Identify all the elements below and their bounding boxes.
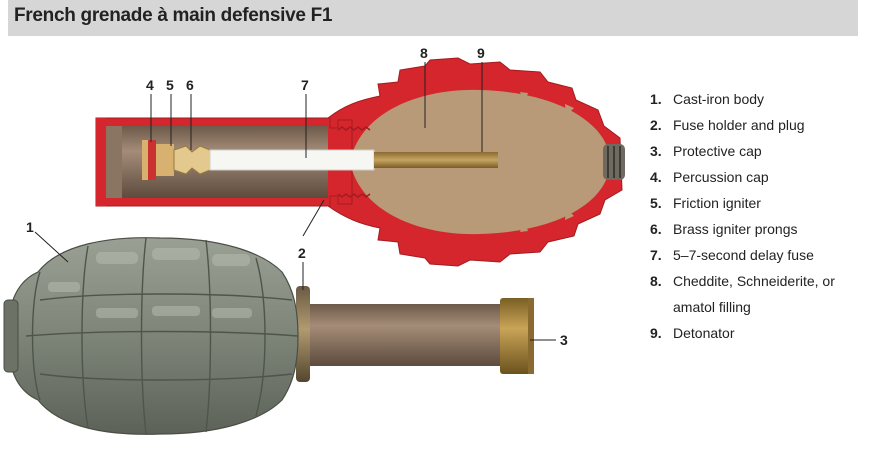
legend-item: 3. Protective cap: [650, 138, 860, 164]
legend-text: Percussion cap: [673, 169, 769, 185]
legend-text: Fuse holder and plug: [673, 117, 805, 133]
callout-7: 7: [301, 77, 309, 93]
cross-section: [95, 57, 625, 267]
legend-text-continuation: amatol filling: [673, 299, 751, 315]
friction-igniter: [156, 144, 174, 176]
legend-text: Cast-iron body: [673, 91, 765, 107]
legend-number: 8.: [650, 273, 662, 289]
cast-iron-body: [8, 237, 299, 435]
filling-plug: [603, 144, 625, 180]
casing-notches: [430, 90, 574, 234]
legend-item: 8. Cheddite, Schneiderite, or: [650, 268, 860, 294]
body-highlights: [48, 248, 252, 318]
callout-9: 9: [477, 45, 485, 61]
legend-number: 7.: [650, 247, 662, 263]
legend-item: 6. Brass igniter prongs: [650, 216, 860, 242]
legend-number: 6.: [650, 221, 662, 237]
legend-text: Friction igniter: [673, 195, 761, 211]
title-bar: French grenade à main defensive F1: [8, 0, 858, 36]
legend: 1. Cast-iron body 2. Fuse holder and plu…: [650, 86, 860, 346]
legend-number: 1.: [650, 91, 662, 107]
detonator: [374, 152, 498, 168]
callout-1: 1: [26, 219, 34, 235]
legend-item: 1. Cast-iron body: [650, 86, 860, 112]
callout-5: 5: [166, 77, 174, 93]
legend-number: 5.: [650, 195, 662, 211]
legend-number: 4.: [650, 169, 662, 185]
body-segments: [25, 237, 299, 435]
fuse-holder-ring: [296, 286, 310, 382]
callout-8: 8: [420, 45, 428, 61]
page-title: French grenade à main defensive F1: [14, 5, 333, 26]
legend-number: 2.: [650, 117, 662, 133]
legend-item: 7. 5–7-second delay fuse: [650, 242, 860, 268]
legend-item: 9. Detonator: [650, 320, 860, 346]
legend-text: 5–7-second delay fuse: [673, 247, 814, 263]
legend-text: Cheddite, Schneiderite, or: [673, 273, 835, 289]
legend-item: 2. Fuse holder and plug: [650, 112, 860, 138]
delay-fuse: [209, 149, 375, 171]
legend-number: 3.: [650, 143, 662, 159]
legend-text: Detonator: [673, 325, 735, 341]
callout-4: 4: [146, 77, 154, 93]
callout-6: 6: [186, 77, 194, 93]
legend-text: Brass igniter prongs: [673, 221, 798, 237]
exterior-view: [3, 231, 556, 435]
legend-text: Protective cap: [673, 143, 762, 159]
legend-item: 5. Friction igniter: [650, 190, 860, 216]
callout-2: 2: [298, 245, 306, 261]
protective-cap: [500, 298, 534, 374]
legend-number: 9.: [650, 325, 662, 341]
fuse-tube-exterior: [308, 304, 504, 366]
neck-threads: [337, 126, 371, 198]
callout-3: 3: [560, 332, 568, 348]
percussion-cap: [146, 140, 156, 180]
legend-item: 4. Percussion cap: [650, 164, 860, 190]
